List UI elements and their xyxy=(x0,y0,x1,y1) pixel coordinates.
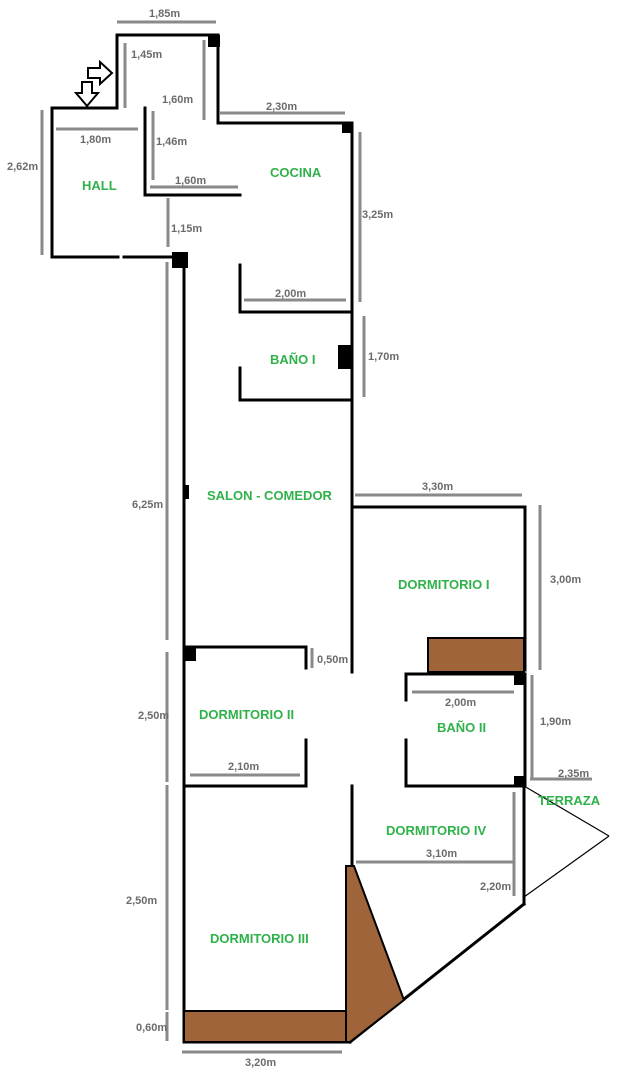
room-label-salon-comedor: SALON - COMEDOR xyxy=(207,488,333,503)
column xyxy=(172,252,188,268)
dim-label: 1,85m xyxy=(149,8,180,20)
columns xyxy=(172,35,525,786)
entry-arrow-right-icon xyxy=(87,59,114,87)
dim-label: 1,45m xyxy=(131,49,162,61)
dim-label: 6,25m xyxy=(132,499,163,511)
column xyxy=(342,123,352,133)
dim-label: 3,00m xyxy=(550,574,581,586)
column xyxy=(514,674,525,685)
dimension-lines xyxy=(40,20,592,1054)
dim-label: 1,60m xyxy=(175,175,206,187)
room-label-bano-ii: BAÑO II xyxy=(437,720,486,735)
closets xyxy=(183,637,525,1043)
dim-label: 2,50m xyxy=(126,895,157,907)
dim-label: 1,70m xyxy=(368,351,399,363)
walls xyxy=(50,33,610,1045)
dim-label: 2,30m xyxy=(266,101,297,113)
room-label-dormitorio-ii: DORMITORIO II xyxy=(199,707,294,722)
entry-arrow-down-icon xyxy=(73,81,101,108)
dim-label: 0,60m xyxy=(136,1022,167,1034)
dim-label: 3,20m xyxy=(245,1057,276,1069)
column xyxy=(514,776,525,786)
dim-label: 3,10m xyxy=(426,848,457,860)
column xyxy=(184,647,196,661)
dim-label: 2,00m xyxy=(445,697,476,709)
dim-label: 1,60m xyxy=(162,94,193,106)
room-label-dormitorio-iii: DORMITORIO III xyxy=(210,931,309,946)
room-label-terraza: TERRAZA xyxy=(538,793,601,808)
dim-label: 2,50m xyxy=(138,710,169,722)
closet-dormitorio-iv xyxy=(345,865,406,1043)
column xyxy=(183,485,189,499)
column xyxy=(208,35,220,47)
dim-label: 1,80m xyxy=(80,134,111,146)
room-label-dormitorio-i: DORMITORIO I xyxy=(398,577,489,592)
dim-label: 1,46m xyxy=(156,136,187,148)
dimension-labels: 1,85m 1,45m 1,60m 2,30m 2,62m 1,80m 1,46… xyxy=(7,8,589,1069)
dim-label: 3,30m xyxy=(422,481,453,493)
closet-dormitorio-i xyxy=(427,637,525,673)
column xyxy=(338,345,352,369)
dim-label: 2,00m xyxy=(275,288,306,300)
dim-label: 2,10m xyxy=(228,761,259,773)
room-labels: HALL COCINA BAÑO I SALON - COMEDOR DORMI… xyxy=(82,165,601,946)
dim-label: 3,25m xyxy=(362,209,393,221)
room-label-cocina: COCINA xyxy=(270,165,322,180)
closet-dormitorio-iii xyxy=(183,1010,347,1043)
room-label-bano-i: BAÑO I xyxy=(270,352,316,367)
dim-label: 1,90m xyxy=(540,716,571,728)
dim-label: 2,20m xyxy=(480,881,511,893)
room-label-hall: HALL xyxy=(82,178,117,193)
dim-label: 2,62m xyxy=(7,161,38,173)
dim-label: 0,50m xyxy=(317,654,348,666)
room-label-dormitorio-iv: DORMITORIO IV xyxy=(386,823,486,838)
dim-label: 2,35m xyxy=(558,768,589,780)
dim-label: 1,15m xyxy=(171,223,202,235)
